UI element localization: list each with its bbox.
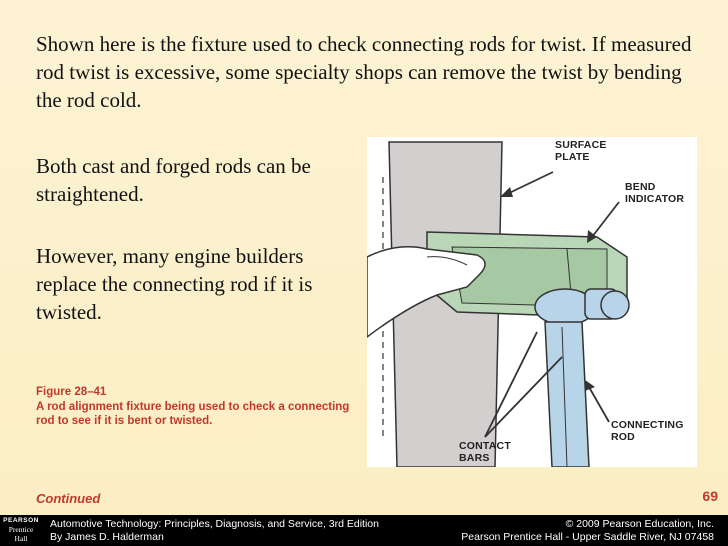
connecting-rod-arrow [585, 380, 595, 391]
footer-bar: PEARSON Prentice Hall Automotive Technol… [0, 515, 728, 546]
contact-bar-leader-2 [484, 356, 563, 438]
label-contact-bars-line1: CONTACT [459, 440, 511, 452]
figure-caption: Figure 28–41 A rod alignment fixture bei… [36, 385, 361, 429]
connecting-rod-web [561, 326, 568, 467]
label-connecting-rod: CONNECTING ROD [611, 419, 684, 443]
footer-author: By James D. Halderman [50, 531, 164, 543]
label-surface-plate-line1: SURFACE [555, 139, 607, 151]
logo-brand: PEARSON [3, 517, 39, 524]
footer-copyright: © 2009 Pearson Education, Inc. [565, 518, 714, 530]
contact-bar-leader-1 [484, 331, 538, 438]
label-connecting-rod-line2: ROD [611, 431, 635, 443]
paragraph-rods-straightened: Both cast and forged rods can be straigh… [36, 154, 311, 206]
label-surface-plate: SURFACE PLATE [555, 139, 607, 163]
label-bend-indicator-line1: BEND [625, 181, 656, 193]
surface-plate-shape [388, 141, 503, 467]
label-contact-bars: CONTACT BARS [459, 440, 511, 464]
figure-number: Figure 28–41 [36, 386, 107, 398]
surface-plate-leader [504, 171, 554, 196]
intro-text: Shown here is the fixture used to check … [36, 32, 692, 112]
continued-label: Continued [36, 491, 101, 506]
label-surface-plate-line2: PLATE [555, 151, 590, 163]
label-bend-indicator-line2: INDICATOR [625, 193, 685, 205]
label-connecting-rod-line1: CONNECTING [611, 419, 684, 431]
footer-book-title: Automotive Technology: Principles, Diagn… [50, 518, 379, 530]
label-bend-indicator: BEND INDICATOR [625, 181, 684, 205]
footer-publisher: Pearson Prentice Hall - Upper Saddle Riv… [461, 531, 714, 543]
paragraph-replace-rod: However, many engine builders replace th… [36, 244, 313, 324]
rod-alignment-illustration [367, 141, 630, 467]
surface-plate-arrow [500, 187, 513, 197]
connecting-rod-shank [544, 321, 590, 467]
logo-line3: Hall [14, 534, 28, 543]
page-number: 69 [702, 488, 718, 504]
figure-caption-text: A rod alignment fixture being used to ch… [36, 400, 350, 428]
rod-alignment-figure: SURFACE PLATE BEND INDICATOR CONNECTING … [367, 137, 697, 467]
connecting-rod-leader [588, 386, 610, 423]
logo-line2: Prentice [8, 525, 34, 534]
bend-indicator-arrow [587, 230, 597, 243]
bend-indicator-cap [600, 290, 630, 320]
hand-shape [367, 246, 486, 338]
bend-indicator-leader [591, 201, 620, 238]
hand-finger-line [426, 256, 468, 266]
label-contact-bars-line2: BARS [459, 452, 490, 464]
pearson-logo: PEARSON Prentice Hall [2, 516, 40, 545]
